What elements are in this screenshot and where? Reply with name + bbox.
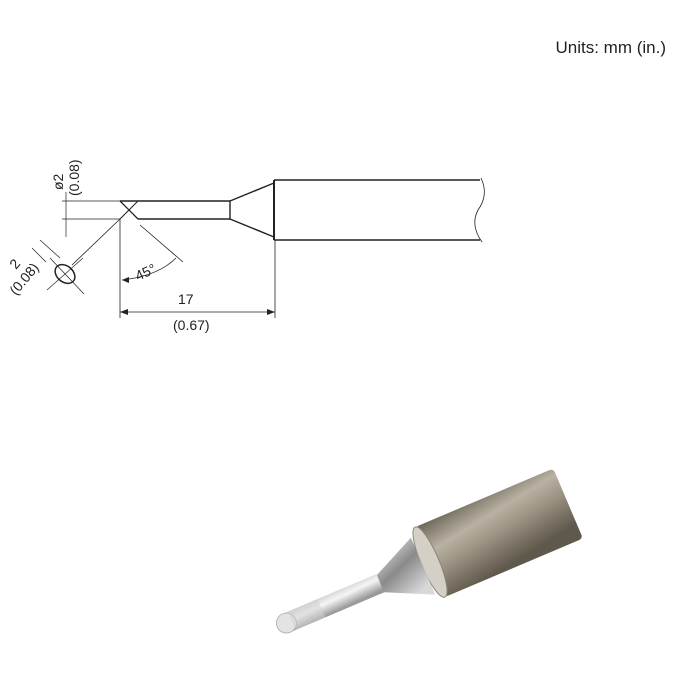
diameter-mm: ø2 xyxy=(50,173,66,190)
length-in: (0.67) xyxy=(173,317,210,333)
units-label: Units: mm (in.) xyxy=(555,38,667,57)
length-mm: 17 xyxy=(178,291,194,307)
diameter-in: (0.08) xyxy=(66,159,82,196)
